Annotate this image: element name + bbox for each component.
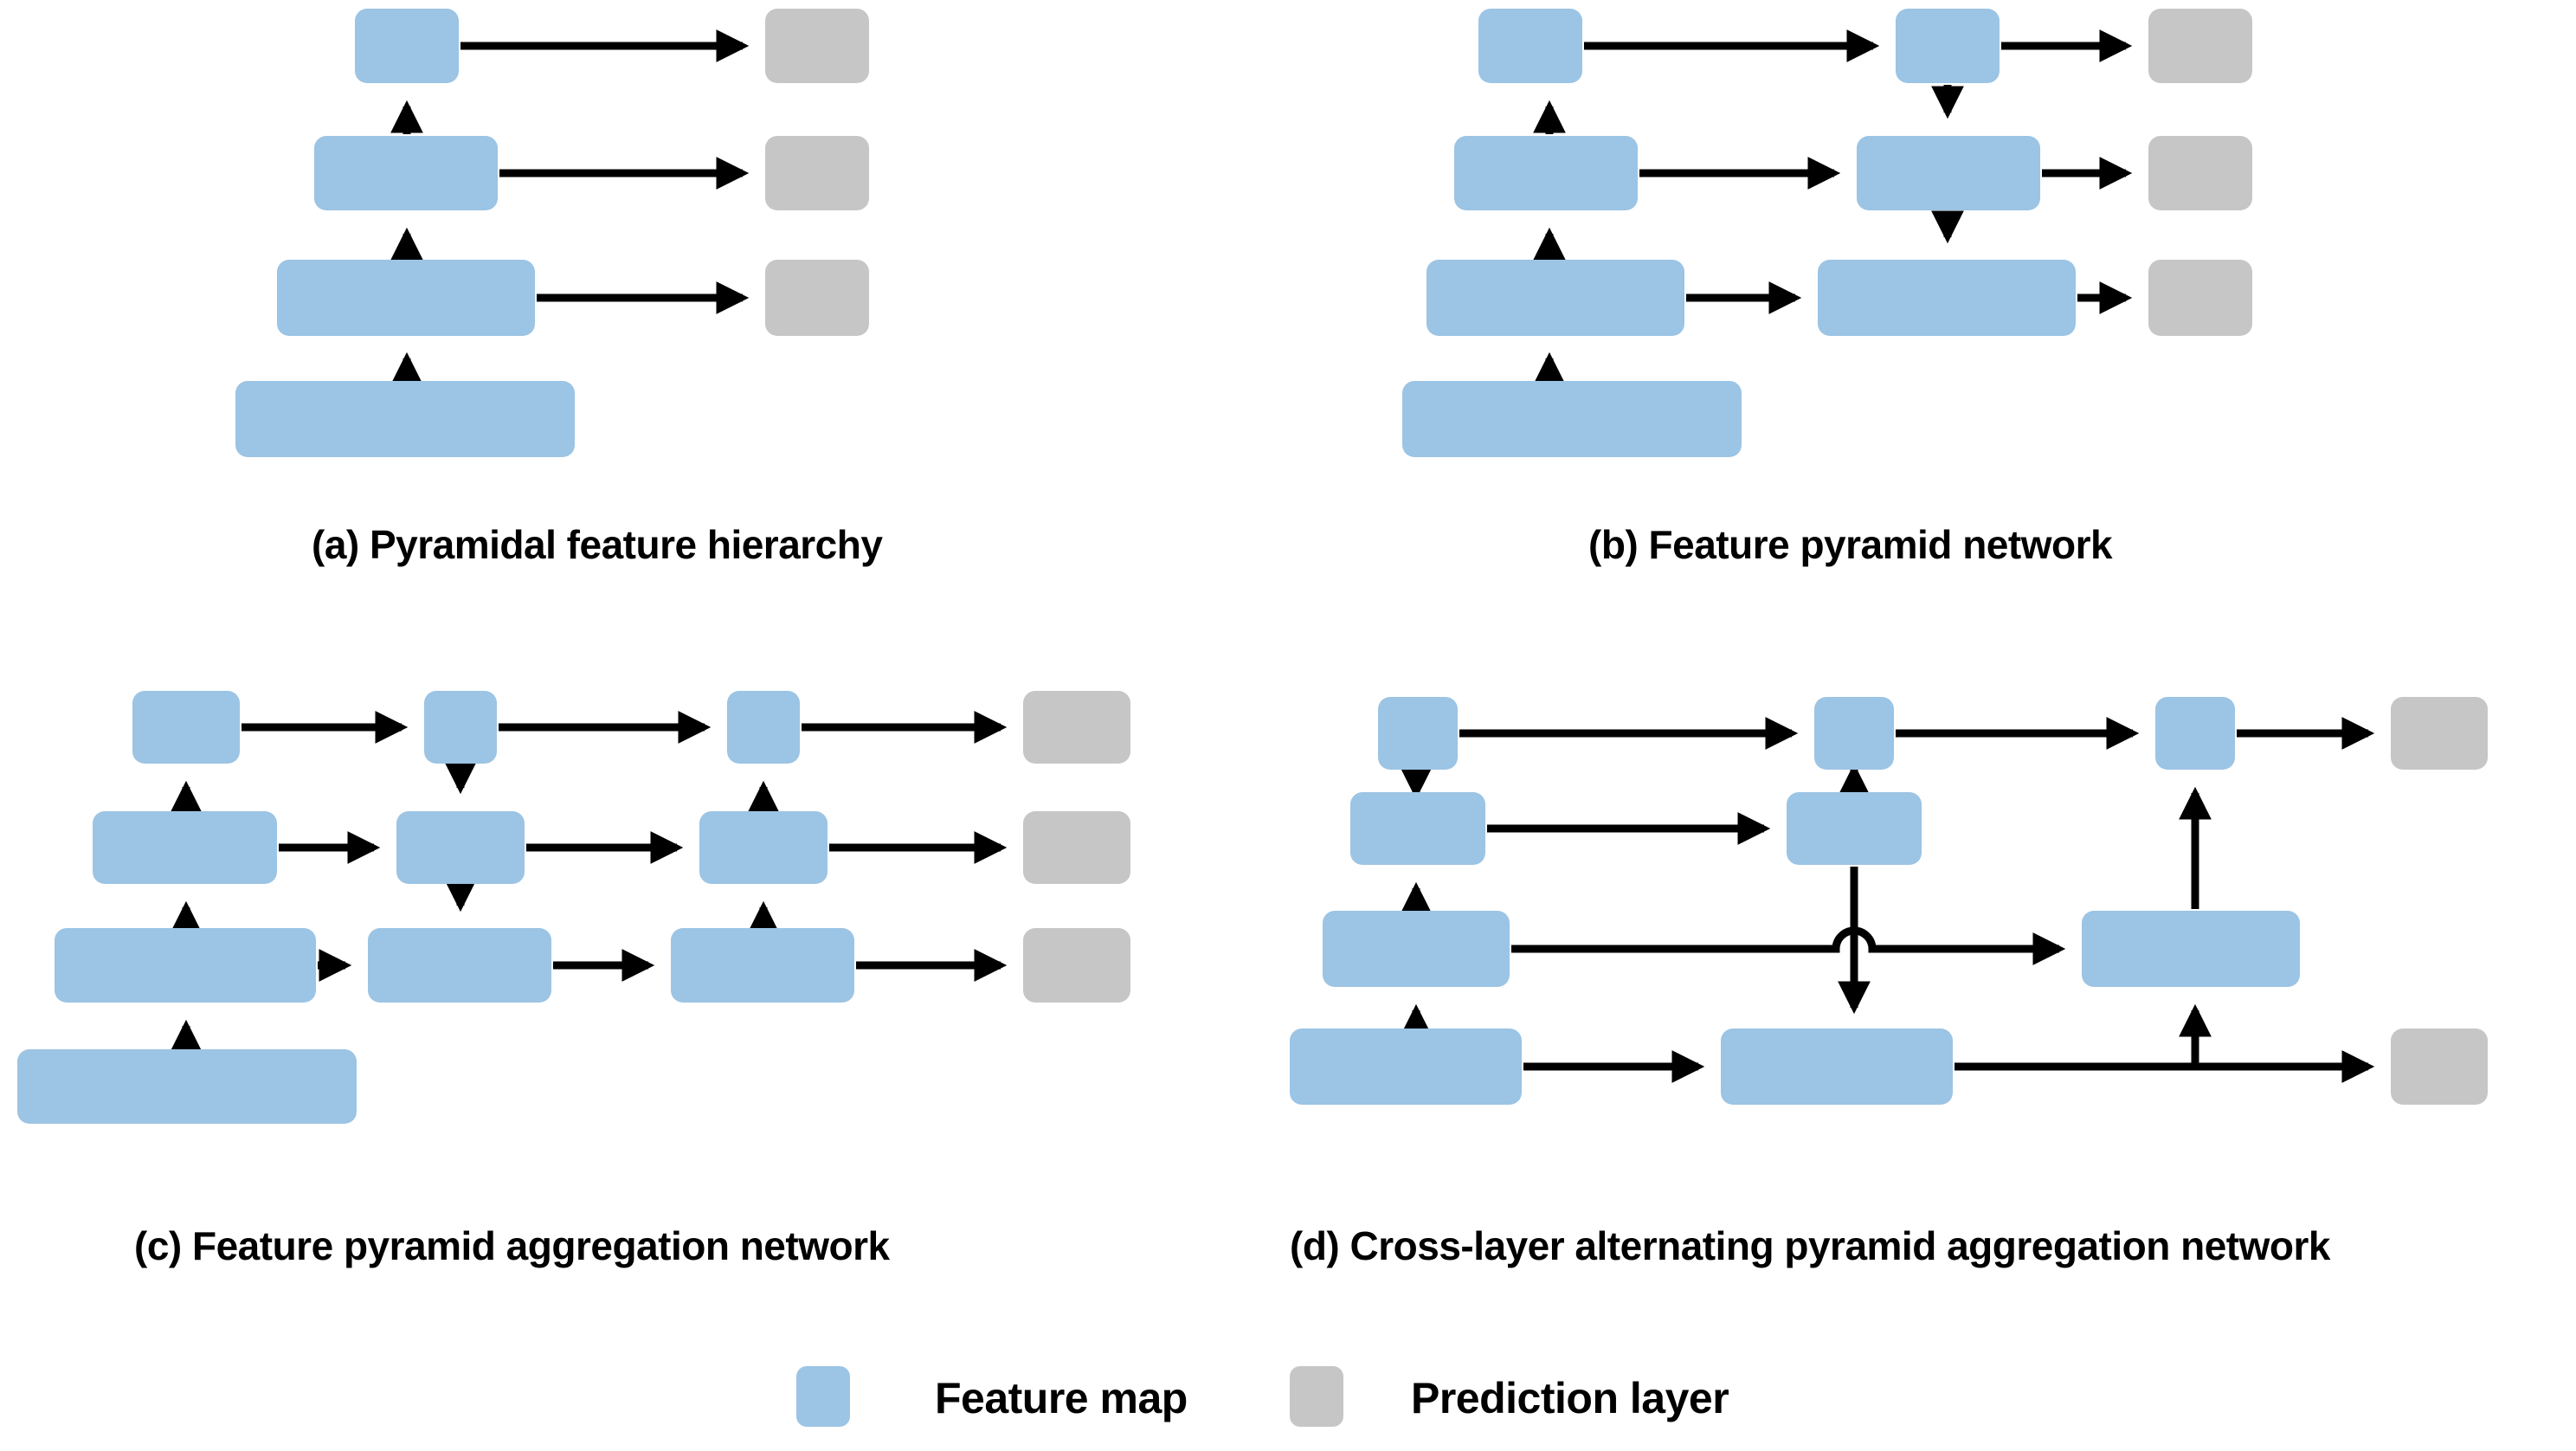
a-feature-r1c1 bbox=[355, 9, 459, 83]
d-feature-r3c3 bbox=[2082, 911, 2300, 987]
b-feature-r4c1 bbox=[1402, 381, 1742, 457]
panel-a: (a) Pyramidal feature hierarchy bbox=[235, 9, 884, 567]
b-prediction-r2 bbox=[2148, 136, 2252, 210]
c-prediction-r3 bbox=[1023, 928, 1130, 1003]
legend-prediction-layer-label: Prediction layer bbox=[1411, 1374, 1729, 1422]
d-prediction-r1 bbox=[2391, 697, 2488, 770]
c-feature-r3c3 bbox=[671, 928, 854, 1003]
legend-feature-map-swatch bbox=[796, 1366, 850, 1427]
d-feature-r4c2 bbox=[1721, 1029, 1953, 1105]
b-feature-r1c1 bbox=[1478, 9, 1582, 83]
b-feature-r3c2 bbox=[1818, 260, 2076, 336]
panel-c-edges bbox=[170, 711, 1008, 1053]
a-feature-r4c1 bbox=[235, 381, 575, 457]
b-prediction-r3 bbox=[2148, 260, 2252, 336]
b-feature-r1c2 bbox=[1896, 9, 2000, 83]
b-feature-r3c1 bbox=[1426, 260, 1684, 336]
d-feature-r1c1 bbox=[1378, 697, 1458, 770]
legend-feature-map-label: Feature map bbox=[935, 1374, 1188, 1422]
panel-a-nodes bbox=[235, 9, 869, 457]
panel-b-nodes bbox=[1402, 9, 2252, 457]
panel-c-nodes bbox=[17, 691, 1130, 1124]
d-feature-r2c2 bbox=[1787, 792, 1922, 865]
b-prediction-r1 bbox=[2148, 9, 2252, 83]
c-feature-r3c1 bbox=[55, 928, 316, 1003]
c-prediction-r1 bbox=[1023, 691, 1130, 764]
c-feature-r2c1 bbox=[93, 811, 277, 884]
panel-c-caption: (c) Feature pyramid aggregation network bbox=[134, 1223, 890, 1268]
c-feature-r1c3 bbox=[727, 691, 800, 764]
panel-a-edges bbox=[390, 29, 750, 385]
c-feature-r2c2 bbox=[396, 811, 525, 884]
a-prediction-r1 bbox=[765, 9, 869, 83]
c-feature-r3c2 bbox=[368, 928, 551, 1003]
d-feature-r2c1 bbox=[1350, 792, 1485, 865]
panel-b-caption: (b) Feature pyramid network bbox=[1588, 522, 2113, 567]
legend-prediction-layer-swatch bbox=[1290, 1366, 1343, 1427]
c-feature-r4c1 bbox=[17, 1049, 357, 1124]
panel-b-edges bbox=[1533, 29, 2133, 385]
a-prediction-r2 bbox=[765, 136, 869, 210]
c-prediction-r2 bbox=[1023, 811, 1130, 884]
a-prediction-r3 bbox=[765, 260, 869, 336]
panel-a-caption: (a) Pyramidal feature hierarchy bbox=[312, 522, 883, 567]
b-feature-r2c1 bbox=[1454, 136, 1638, 210]
d-prediction-r4 bbox=[2391, 1029, 2488, 1105]
panel-b: (b) Feature pyramid network bbox=[1402, 9, 2252, 567]
panel-c: (c) Feature pyramid aggregation network bbox=[17, 691, 1130, 1268]
a-feature-r2c1 bbox=[314, 136, 498, 210]
d-feature-r1c2 bbox=[1814, 697, 1894, 770]
c-feature-r1c1 bbox=[132, 691, 240, 764]
panel-d-nodes bbox=[1290, 697, 2488, 1105]
c-feature-r2c3 bbox=[699, 811, 828, 884]
d-feature-r1c3 bbox=[2155, 697, 2235, 770]
b-feature-r2c2 bbox=[1857, 136, 2040, 210]
c-feature-r1c2 bbox=[424, 691, 497, 764]
a-feature-r3c1 bbox=[277, 260, 535, 336]
panel-d-caption: (d) Cross-layer alternating pyramid aggr… bbox=[1290, 1223, 2331, 1268]
d-feature-r3c1 bbox=[1323, 911, 1510, 987]
panel-d-edges bbox=[1400, 717, 2375, 1083]
panel-d: (d) Cross-layer alternating pyramid aggr… bbox=[1290, 697, 2488, 1268]
d-feature-r4c1 bbox=[1290, 1029, 1522, 1105]
d-edge-right-hop-r3 bbox=[1511, 926, 2066, 965]
